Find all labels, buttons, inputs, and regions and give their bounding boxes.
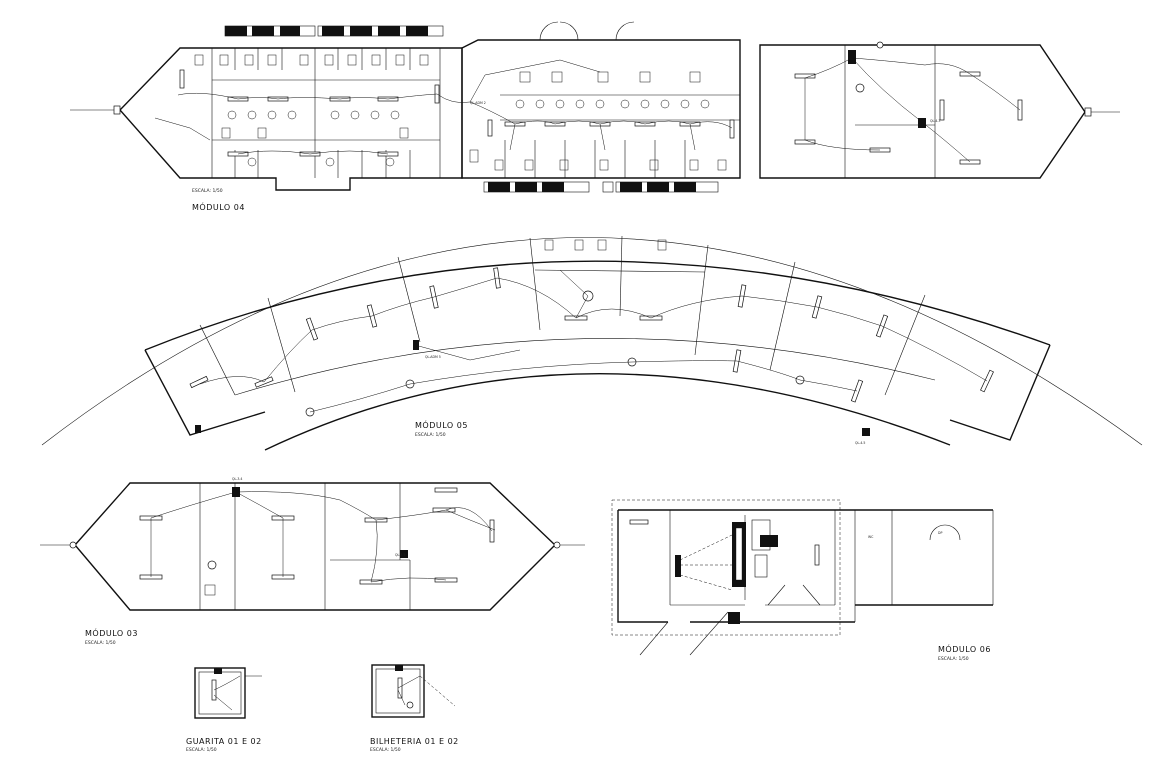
svg-text:ESCALA: 1/50: ESCALA: 1/50 bbox=[415, 432, 446, 438]
module-03-panel-1: QL-3.4 bbox=[232, 477, 242, 481]
module-06-room-a: WC bbox=[868, 535, 874, 539]
bilheteria-plan: BILHETERIA 01 E 02 ESCALA: 1/50 bbox=[370, 664, 459, 753]
module-03-title: MÓDULO 03 bbox=[85, 627, 138, 638]
module-05-title: MÓDULO 05 bbox=[415, 419, 468, 430]
module-05-plan: MÓDULO 05 ESCALA: 1/50 QL-ADM 5 QL-4.5 bbox=[41, 235, 1143, 451]
module-03-plan: MÓDULO 03 ESCALA: 1/50 QL-3.4 QL-3.5 bbox=[40, 477, 585, 646]
module-04-panel-2: QL-4.3 bbox=[930, 119, 940, 123]
module-05-panel-2: QL-4.5 bbox=[855, 441, 865, 445]
svg-text:ESCALA: 1/50: ESCALA: 1/50 bbox=[370, 747, 401, 753]
module-04-title: MÓDULO 04 bbox=[192, 201, 245, 212]
module-06-title: MÓDULO 06 bbox=[938, 643, 991, 654]
guarita-plan: GUARITA 01 E 02 ESCALA: 1/50 bbox=[186, 667, 262, 753]
module-04-panel-1: QL-ADM 2 bbox=[470, 101, 486, 105]
module-04-plan: ESCALA: 1/50 MÓDULO 04 QL-ADM 2 QL-4.3 bbox=[70, 21, 1120, 212]
svg-text:ESCALA: 1/50: ESCALA: 1/50 bbox=[192, 188, 223, 194]
module-05-panel-1: QL-ADM 5 bbox=[425, 355, 441, 359]
svg-text:ESCALA: 1/50: ESCALA: 1/50 bbox=[938, 656, 969, 662]
bilheteria-title: BILHETERIA 01 E 02 bbox=[370, 737, 459, 746]
module-06-room-b: DP bbox=[938, 531, 942, 535]
guarita-title: GUARITA 01 E 02 bbox=[186, 737, 262, 746]
module-03-panel-2: QL-3.5 bbox=[395, 553, 405, 557]
svg-text:ESCALA: 1/50: ESCALA: 1/50 bbox=[85, 640, 116, 646]
svg-text:ESCALA: 1/50: ESCALA: 1/50 bbox=[186, 747, 217, 753]
module-06-plan: WC DP MÓDULO 06 ESCALA: 1/50 bbox=[611, 499, 994, 662]
